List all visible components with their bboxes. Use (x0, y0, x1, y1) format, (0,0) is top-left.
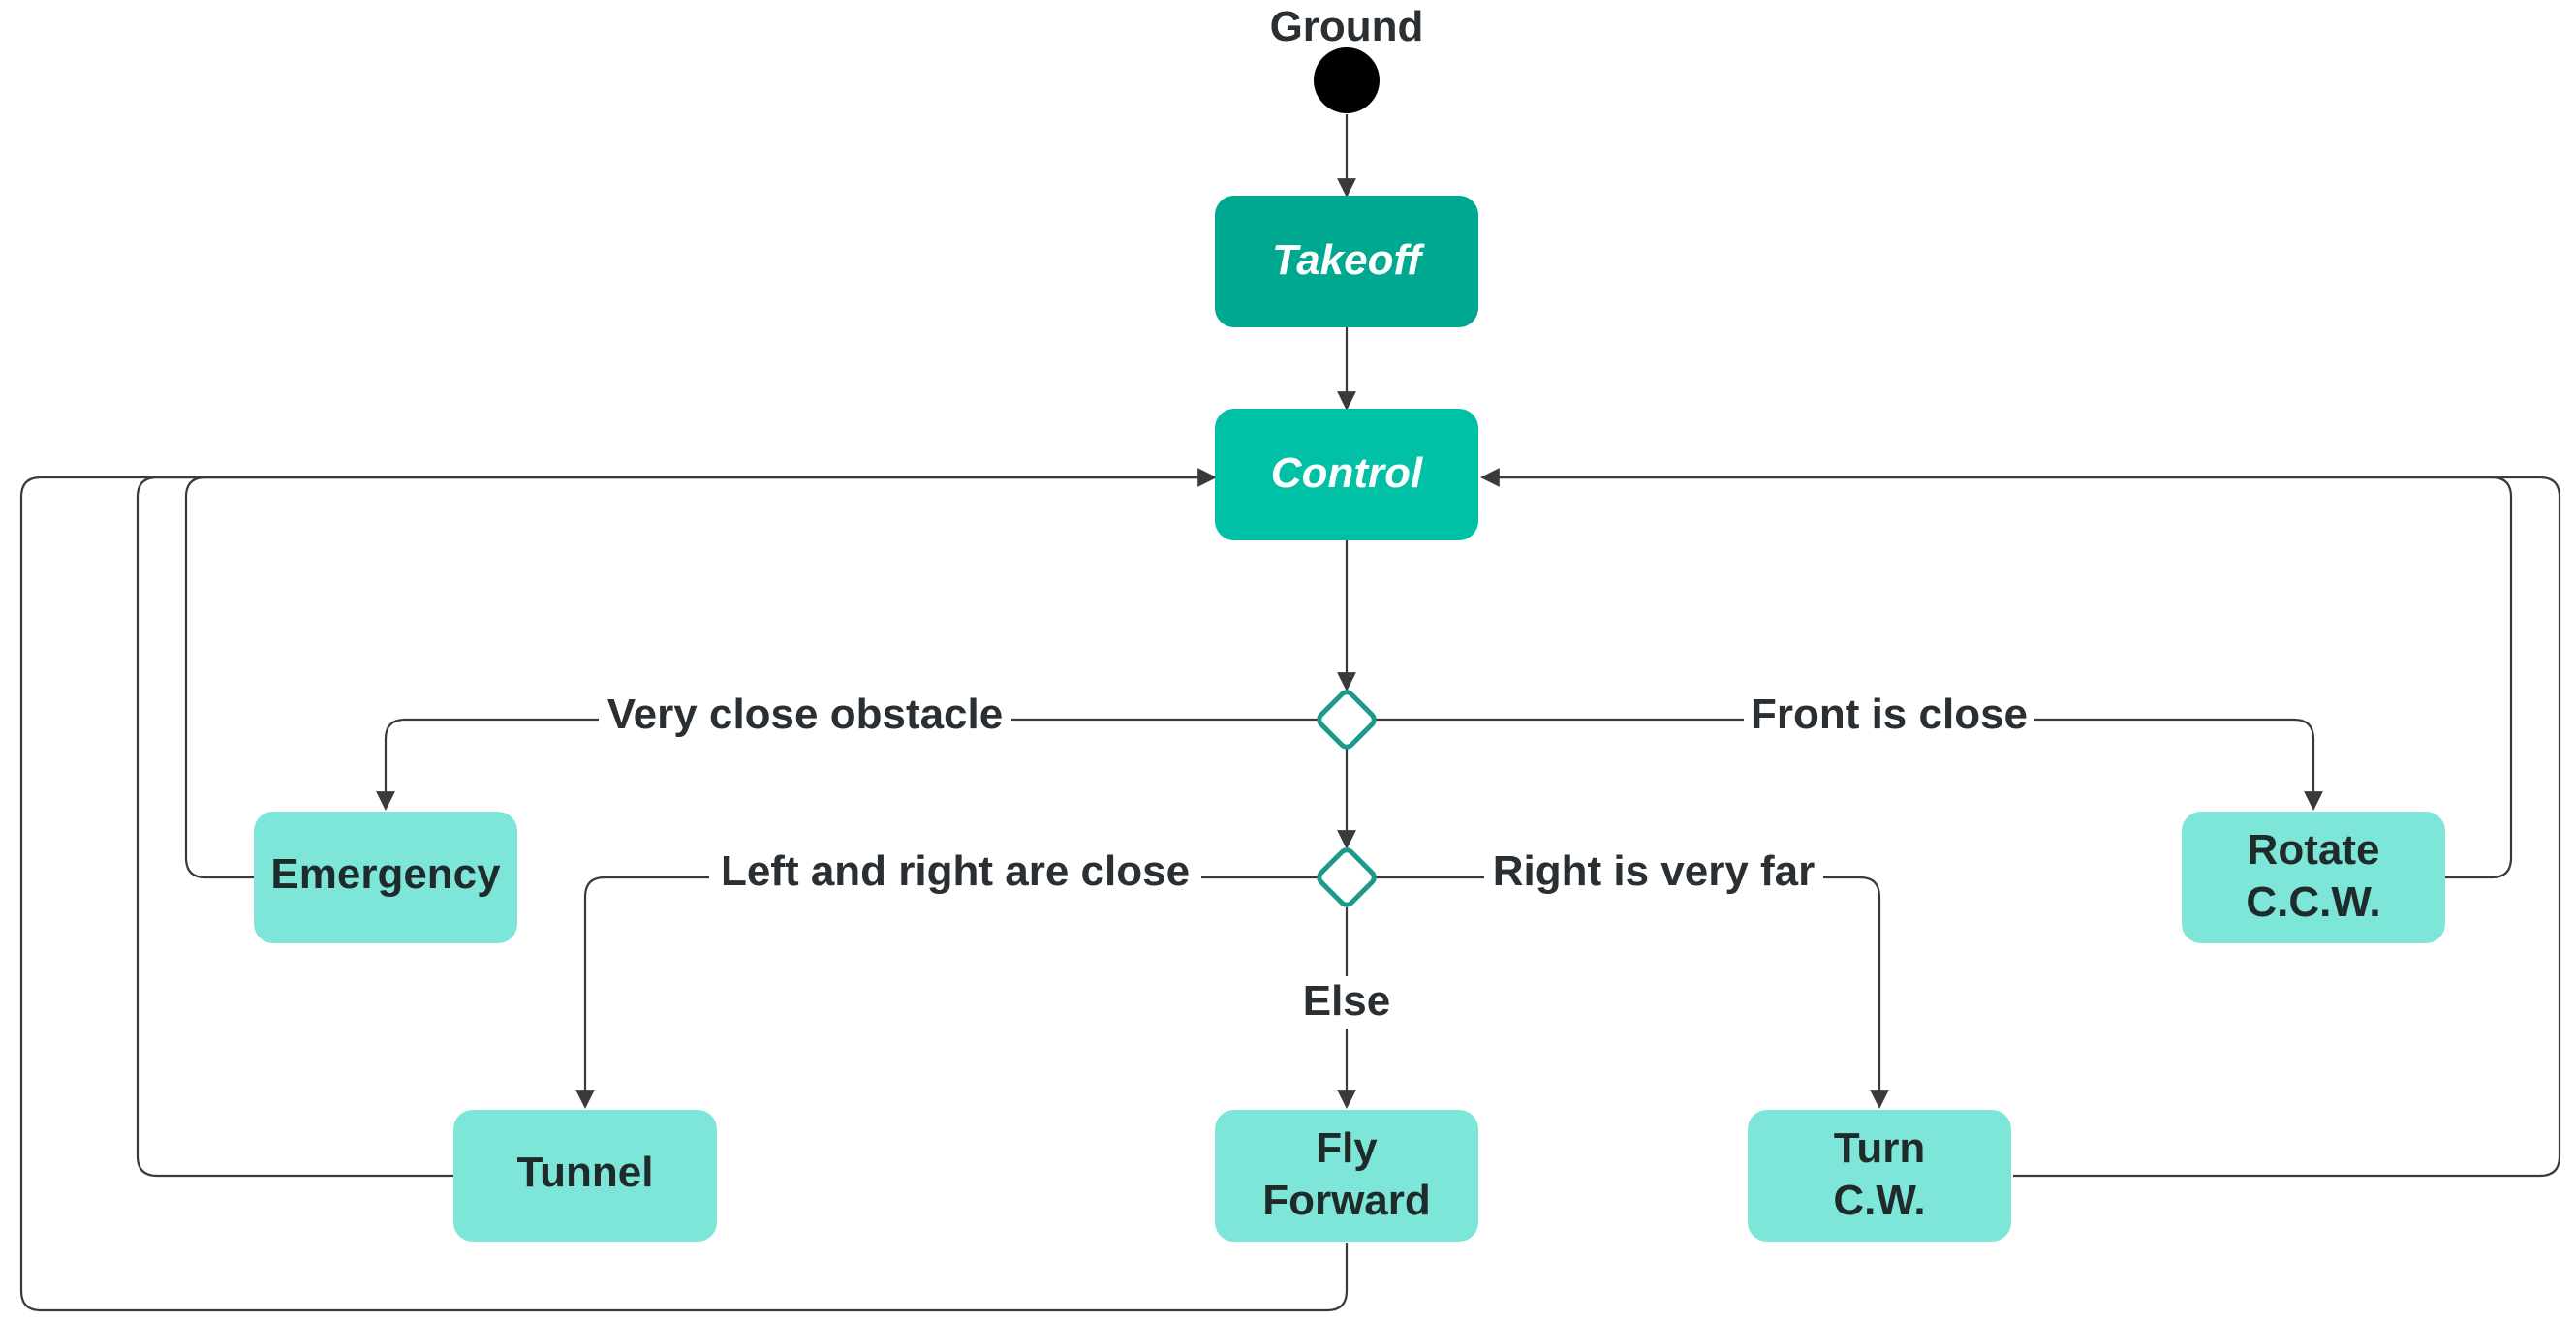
label-else: Else (1303, 977, 1391, 1025)
node-rotate-ccw[interactable]: Rotate C.C.W. (2182, 812, 2445, 943)
node-turn-cw[interactable]: Turn C.W. (1748, 1110, 2011, 1242)
edge-decision2-turn (1376, 876, 1889, 1109)
node-control[interactable]: Control (1215, 409, 1478, 540)
fly-forward-label-line1: Fly (1316, 1124, 1378, 1172)
node-fly-forward[interactable]: Fly Forward (1215, 1110, 1478, 1242)
label-right-is-very-far: Right is very far (1493, 847, 1816, 895)
edge-turn-control (1482, 476, 2561, 1178)
node-tunnel[interactable]: Tunnel (453, 1110, 717, 1242)
edges (19, 114, 2561, 1312)
node-takeoff[interactable]: Takeoff (1215, 196, 1478, 327)
turn-label-line2: C.W. (1833, 1177, 1925, 1224)
edge-labels: Very close obstacle Front is close Left … (599, 690, 2034, 1029)
edge-flyforward-control (19, 476, 1349, 1312)
decision-diamond-2 (1317, 847, 1377, 907)
decisions (1317, 690, 1377, 907)
edge-decision2-tunnel (575, 876, 1318, 1109)
turn-label-line1: Turn (1834, 1124, 1926, 1172)
emergency-label: Emergency (270, 850, 501, 898)
start-circle (1314, 47, 1380, 113)
takeoff-label: Takeoff (1272, 236, 1425, 284)
rotate-label-line2: C.C.W. (2246, 878, 2380, 926)
label-left-and-right-are-close: Left and right are close (721, 847, 1190, 895)
start-node: Ground (1270, 3, 1424, 113)
decision-diamond-1 (1317, 690, 1377, 750)
edge-decision1-rotate (1376, 718, 2323, 811)
label-very-close-obstacle: Very close obstacle (607, 691, 1003, 738)
start-label: Ground (1270, 3, 1424, 50)
node-emergency[interactable]: Emergency (254, 812, 517, 943)
label-front-is-close: Front is close (1751, 691, 2028, 738)
fly-forward-label-line2: Forward (1262, 1177, 1431, 1224)
nodes: Takeoff Control Emergency Rotate C.C.W. … (254, 196, 2445, 1242)
tunnel-label: Tunnel (517, 1149, 654, 1196)
edge-decision1-emergency (376, 718, 1318, 811)
rotate-label-line1: Rotate (2248, 826, 2380, 874)
control-label: Control (1271, 449, 1423, 497)
